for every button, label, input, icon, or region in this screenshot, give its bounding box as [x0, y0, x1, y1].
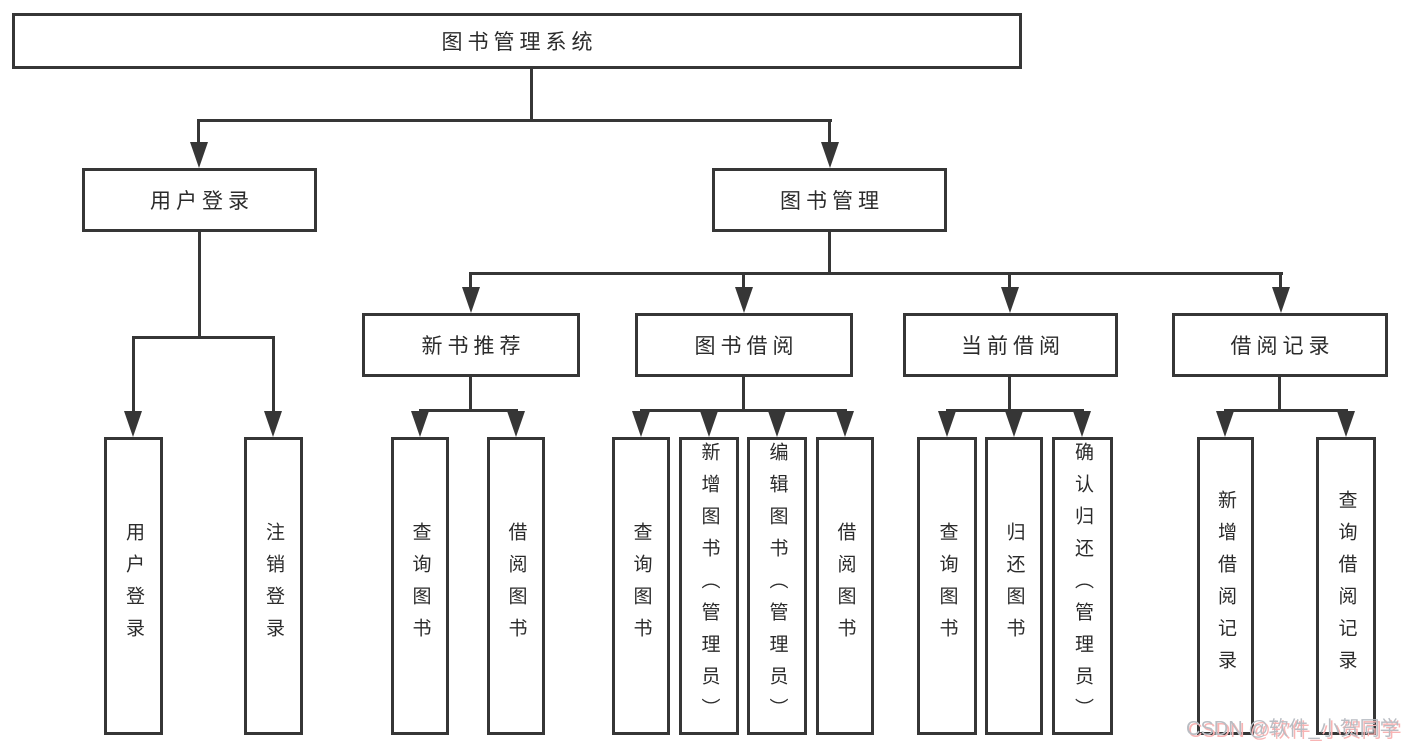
- leaf-label: 归还图书: [1003, 522, 1025, 650]
- leaf-label: 查询图书: [630, 522, 652, 650]
- arrowhead-leaf: [632, 411, 650, 437]
- arrowhead-book-mgmt: [821, 142, 839, 168]
- connector-user-login-stem: [198, 232, 201, 336]
- connector-drop-current-borrow: [1008, 272, 1011, 289]
- connector-drop-borrow-record: [1279, 272, 1282, 289]
- connector-drop-user-login: [197, 119, 200, 144]
- leaf-edit-book-admin: 编辑图书（管理员）: [747, 437, 807, 735]
- arrowhead-leaf: [507, 411, 525, 437]
- leaf-label: 新增借阅记录: [1215, 490, 1236, 682]
- arrowhead-leaf: [411, 411, 429, 437]
- connector-user-login-split: [132, 336, 274, 339]
- leaf-add-book-admin: 新增图书（管理员）: [679, 437, 739, 735]
- connector-level2-split: [470, 272, 1283, 275]
- arrowhead-leaf: [938, 411, 956, 437]
- arrowhead-leaf: [1216, 411, 1234, 437]
- leaf-label: 查询图书: [409, 522, 431, 650]
- arrowhead-book-borrow: [735, 287, 753, 313]
- connector-book-borrow-stem: [742, 377, 745, 409]
- arrowhead-current-borrow: [1001, 287, 1019, 313]
- connector-root-stem: [530, 69, 533, 119]
- leaf-label: 查询图书: [936, 522, 958, 650]
- connector-current-borrow-stem: [1008, 377, 1011, 409]
- arrowhead-user-login: [190, 142, 208, 168]
- node-root: 图书管理系统: [12, 13, 1022, 69]
- leaf-add-borrow-record: 新增借阅记录: [1197, 437, 1254, 735]
- arrowhead-login-leaf: [124, 411, 142, 437]
- leaf-query-borrow-record: 查询借阅记录: [1316, 437, 1376, 735]
- leaf-label: 借阅图书: [505, 522, 527, 650]
- csdn-watermark: CSDN @软件_小贺同学: [1186, 718, 1400, 740]
- leaf-logout: 注销登录: [244, 437, 303, 735]
- arrowhead-leaf: [768, 411, 786, 437]
- leaf-label: 借阅图书: [834, 522, 856, 650]
- connector-book-borrow-split: [640, 409, 847, 412]
- leaf-label: 确认归还（管理员）: [1072, 442, 1093, 730]
- leaf-label: 编辑图书（管理员）: [766, 442, 788, 730]
- leaf-query-book-3: 查询图书: [917, 437, 977, 735]
- connector-level1-split: [198, 119, 832, 122]
- connector-book-mgmt-stem: [828, 232, 831, 272]
- leaf-borrow-book-1: 借阅图书: [487, 437, 545, 735]
- connector-borrow-record-stem: [1278, 377, 1281, 409]
- arrowhead-borrow-record: [1272, 287, 1290, 313]
- connector-drop-logout-leaf: [272, 336, 275, 413]
- arrowhead-logout-leaf: [264, 411, 282, 437]
- arrowhead-leaf: [1337, 411, 1355, 437]
- leaf-borrow-book-2: 借阅图书: [816, 437, 874, 735]
- leaf-query-book-1: 查询图书: [391, 437, 449, 735]
- arrowhead-leaf: [1005, 411, 1023, 437]
- leaf-return-book: 归还图书: [985, 437, 1043, 735]
- connector-new-book-stem: [469, 377, 472, 409]
- node-user-login: 用户登录: [82, 168, 317, 232]
- leaf-label: 用户登录: [123, 522, 144, 650]
- arrowhead-leaf: [700, 411, 718, 437]
- arrowhead-new-book: [462, 287, 480, 313]
- connector-drop-new-book: [469, 272, 472, 289]
- connector-borrow-record-split: [1224, 409, 1348, 412]
- node-book-management: 图书管理: [712, 168, 947, 232]
- connector-new-book-split: [419, 409, 518, 412]
- connector-drop-book-mgmt: [828, 119, 831, 144]
- leaf-confirm-return-admin: 确认归还（管理员）: [1052, 437, 1113, 735]
- connector-drop-login-leaf: [132, 336, 135, 413]
- arrowhead-leaf: [836, 411, 854, 437]
- node-new-book-recommend: 新书推荐: [362, 313, 580, 377]
- leaf-label: 注销登录: [263, 522, 284, 650]
- leaf-label: 新增图书（管理员）: [698, 442, 720, 730]
- leaf-label: 查询借阅记录: [1335, 490, 1357, 682]
- connector-drop-book-borrow: [742, 272, 745, 289]
- leaf-user-login: 用户登录: [104, 437, 163, 735]
- node-book-borrow: 图书借阅: [635, 313, 853, 377]
- leaf-query-book-2: 查询图书: [612, 437, 670, 735]
- arrowhead-leaf: [1073, 411, 1091, 437]
- node-borrow-record: 借阅记录: [1172, 313, 1388, 377]
- node-current-borrow: 当前借阅: [903, 313, 1118, 377]
